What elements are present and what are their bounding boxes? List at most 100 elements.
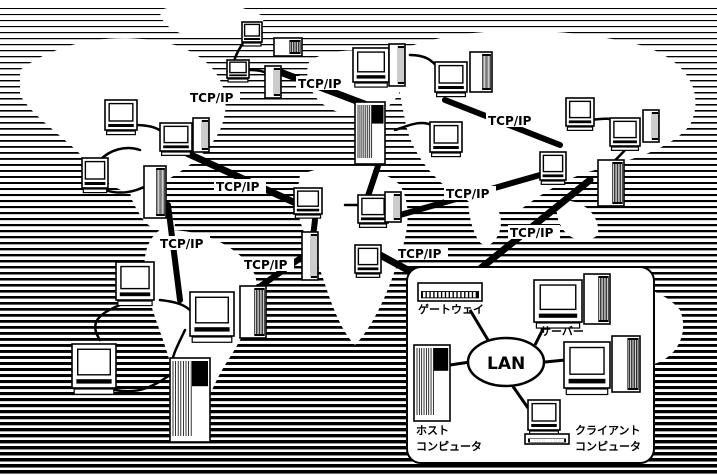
gateway-icon bbox=[417, 282, 483, 302]
monitor-icon bbox=[563, 341, 611, 396]
link-sa-africa bbox=[252, 252, 308, 293]
lan-link-client bbox=[510, 384, 530, 409]
lan-hub bbox=[466, 336, 546, 388]
stripe bbox=[0, 428, 717, 432]
monitor-icon bbox=[429, 121, 463, 158]
server-tower-icon bbox=[143, 165, 167, 219]
stripe bbox=[0, 14, 717, 16]
label-tcpip-8: TCP/IP bbox=[398, 247, 442, 261]
stripe bbox=[0, 422, 717, 426]
label-tcpip-5: TCP/IP bbox=[446, 187, 490, 201]
server-label: サーバー bbox=[540, 325, 584, 338]
monitor-icon bbox=[533, 279, 583, 329]
stripe bbox=[0, 464, 717, 468]
label-tcpip-6: TCP/IP bbox=[160, 237, 204, 251]
devices bbox=[71, 21, 660, 445]
stripe bbox=[0, 380, 717, 384]
stripe bbox=[0, 398, 717, 402]
host-computer-icon bbox=[169, 357, 211, 443]
stripe bbox=[0, 362, 717, 365]
label-tcpip-1: TCP/IP bbox=[190, 91, 234, 105]
monitor-icon bbox=[539, 151, 567, 185]
lan-link-gateway bbox=[468, 309, 490, 341]
monitor-icon bbox=[609, 117, 641, 151]
continent-greenland bbox=[160, 3, 265, 38]
server-tower-icon bbox=[239, 285, 267, 339]
monitor-icon bbox=[189, 291, 235, 343]
stripe bbox=[0, 440, 717, 444]
server-tower-icon bbox=[642, 109, 660, 143]
stripe bbox=[0, 8, 717, 10]
monitor-icon bbox=[357, 194, 389, 228]
gateway-label: ゲートウェイ bbox=[418, 302, 484, 316]
link-usa-south bbox=[165, 202, 183, 303]
stripe bbox=[0, 452, 717, 456]
stripe bbox=[0, 356, 717, 359]
host-computer-icon bbox=[413, 344, 451, 422]
client-label-line1: クライアント bbox=[575, 424, 641, 437]
monitor-icon bbox=[226, 59, 250, 83]
monitor-icon bbox=[434, 61, 468, 98]
server-tower-icon bbox=[583, 273, 611, 325]
server-tower-icon bbox=[611, 335, 641, 393]
stripe bbox=[0, 344, 717, 347]
stripe bbox=[0, 386, 717, 390]
server-tower-icon bbox=[273, 37, 303, 57]
stripe bbox=[0, 416, 717, 420]
server-tower-icon bbox=[388, 43, 406, 87]
monitor-icon bbox=[527, 399, 561, 436]
monitor-icon bbox=[159, 122, 193, 156]
stripe bbox=[0, 410, 717, 414]
monitor-icon bbox=[115, 261, 155, 307]
host-computer-icon bbox=[354, 101, 386, 165]
server-tower-icon bbox=[192, 117, 210, 153]
stripe bbox=[0, 446, 717, 450]
stripe bbox=[0, 470, 717, 474]
label-tcpip-2: TCP/IP bbox=[298, 77, 342, 91]
server-tower-icon bbox=[597, 159, 625, 207]
monitor-icon bbox=[81, 157, 109, 194]
monitor-icon bbox=[565, 97, 595, 131]
stripe bbox=[0, 434, 717, 438]
monitor-icon bbox=[293, 187, 323, 219]
monitor-icon bbox=[71, 343, 117, 395]
link-thin-6 bbox=[393, 121, 434, 132]
link-usa-cell bbox=[176, 146, 304, 209]
server-tower-icon bbox=[264, 65, 282, 99]
link-thin-11 bbox=[94, 303, 122, 342]
host-label-line1: ホスト bbox=[416, 424, 449, 437]
continent-se-asia bbox=[556, 200, 599, 241]
stripe bbox=[0, 404, 717, 408]
stripe bbox=[0, 164, 717, 166]
gateway-icon bbox=[524, 433, 570, 445]
lan-link-host bbox=[449, 360, 471, 367]
label-tcpip-4: TCP/IP bbox=[216, 180, 260, 194]
stripe bbox=[0, 350, 717, 353]
stripe bbox=[0, 392, 717, 396]
monitor-icon bbox=[352, 47, 390, 88]
lan-label: LAN bbox=[487, 354, 525, 374]
labels: TCP/IP TCP/IP TCP/IP TCP/IP TCP/IP TCP/I… bbox=[158, 76, 641, 453]
monitor-icon bbox=[241, 21, 263, 47]
server-tower-icon bbox=[469, 51, 493, 93]
host-label-line2: コンピュータ bbox=[416, 440, 482, 453]
stripe bbox=[0, 458, 717, 462]
lan-link-server-right bbox=[544, 358, 566, 364]
stripe bbox=[0, 26, 717, 28]
label-tcpip-7: TCP/IP bbox=[510, 226, 554, 240]
monitor-icon bbox=[354, 244, 382, 278]
label-tcpip-9: TCP/IP bbox=[244, 258, 288, 272]
label-tcpip-3: TCP/IP bbox=[488, 114, 532, 128]
stripe bbox=[0, 368, 717, 372]
continent-india bbox=[468, 190, 501, 246]
stripe bbox=[0, 38, 717, 40]
stripe bbox=[0, 32, 717, 34]
client-label-line2: コンピュータ bbox=[575, 440, 641, 453]
monitor-icon bbox=[104, 99, 138, 136]
stripe bbox=[0, 20, 717, 22]
server-tower-icon bbox=[384, 191, 402, 223]
link-thin-13 bbox=[113, 373, 172, 393]
stripe bbox=[0, 374, 717, 378]
